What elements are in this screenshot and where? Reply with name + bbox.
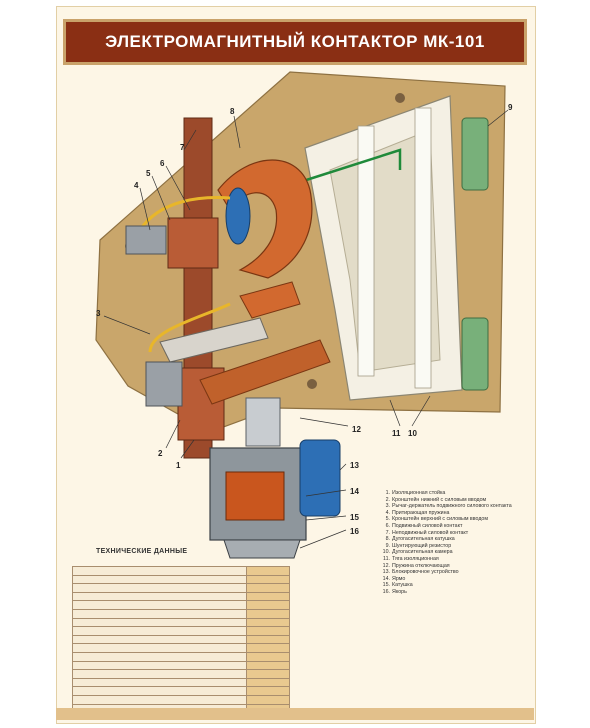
callout-6: 6	[160, 159, 165, 168]
shunt-resistor-bottom	[461, 317, 489, 391]
list-item: 8.Дугогасительная катушка	[385, 536, 455, 543]
callout-4: 4	[134, 181, 139, 190]
table-row	[72, 591, 290, 602]
table-row	[72, 583, 290, 593]
arc-coil	[225, 187, 251, 245]
table-row	[72, 617, 290, 628]
list-item: 14.Ярмо	[382, 575, 406, 582]
arc-chute-bar	[414, 107, 432, 389]
specs-table	[72, 566, 290, 714]
armature	[223, 539, 301, 559]
callout-14: 14	[350, 487, 359, 496]
callout-7: 7	[180, 143, 185, 152]
movable-contact	[239, 281, 301, 319]
arc-chute-bar	[357, 125, 375, 377]
callout-13: 13	[350, 461, 359, 470]
table-row	[72, 574, 290, 585]
blocking-device	[299, 439, 341, 517]
list-item: 3.Рычаг-держатель подвижного силового ко…	[385, 503, 512, 510]
callout-2: 2	[158, 449, 163, 458]
specs-title: ТЕХНИЧЕСКИЕ ДАННЫЕ	[96, 548, 188, 555]
insulated-rod	[159, 317, 269, 363]
list-item: 13.Блокировочное устройство	[382, 569, 459, 576]
legend-list: 1.Изоляционная стойка 2.Кронштейн нижний…	[380, 490, 530, 596]
table-row	[72, 634, 290, 645]
shunt-resistor-top	[461, 117, 489, 191]
holder-lever	[199, 339, 331, 405]
callout-12: 12	[352, 425, 361, 434]
footer-bar	[56, 708, 534, 720]
list-item: 11.Тяга изоляционная	[383, 555, 439, 562]
mounting-hole	[395, 93, 405, 103]
table-row	[72, 660, 290, 671]
list-item: 5.Кронштейн верхний с силовым вводом	[385, 516, 489, 523]
callout-5: 5	[146, 169, 151, 178]
table-row	[72, 566, 290, 576]
callout-8: 8	[230, 107, 235, 116]
list-item: 16.Якорь	[382, 588, 407, 595]
callout-9: 9	[508, 103, 513, 112]
leader-lines	[103, 109, 509, 549]
title-banner: ЭЛЕКТРОМАГНИТНЫЙ КОНТАКТОР МК-101	[63, 19, 527, 65]
list-item: 6.Подвижный силовой контакт	[385, 522, 463, 529]
table-row	[72, 677, 290, 688]
terminal-block-upper	[125, 225, 167, 255]
list-item: 12.Пружина отключающая	[382, 562, 450, 569]
flex-wire-upper	[138, 196, 231, 231]
flex-wire-lower	[148, 302, 231, 353]
arc-chute-inner	[329, 129, 441, 373]
callout-3: 3	[96, 309, 101, 318]
list-item: 10.Дугогасительная камера	[382, 549, 453, 556]
mounting-hole	[307, 379, 317, 389]
table-row	[72, 669, 290, 679]
table-row	[72, 643, 290, 653]
list-item: 2.Кронштейн нижний с силовым вводом	[385, 496, 487, 503]
list-item: 1.Изоляционная стойка	[385, 490, 446, 496]
terminal-block-lower	[145, 361, 183, 407]
callout-10: 10	[408, 429, 417, 438]
shunt-wire	[299, 148, 402, 184]
callout-11: 11	[392, 429, 401, 438]
switch-plate	[245, 397, 281, 447]
callout-16: 16	[350, 527, 359, 536]
list-item: 15.Катушка	[382, 582, 413, 589]
callout-1: 1	[176, 461, 181, 470]
page-title: ЭЛЕКТРОМАГНИТНЫЙ КОНТАКТОР МК-101	[105, 32, 485, 51]
table-row	[72, 608, 290, 619]
table-row	[72, 626, 290, 636]
table-row	[72, 651, 290, 662]
list-item: 7.Неподвижный силовой контакт	[385, 529, 469, 536]
table-row	[72, 694, 290, 705]
upper-bracket	[167, 217, 219, 269]
table-row	[72, 600, 290, 610]
list-item: 9.Шунтирующий резистор	[385, 542, 452, 549]
table-row	[72, 686, 290, 696]
electromagnet-coil	[225, 471, 285, 521]
list-item: 4.Притирающая пружина	[385, 509, 450, 516]
callout-15: 15	[350, 513, 359, 522]
